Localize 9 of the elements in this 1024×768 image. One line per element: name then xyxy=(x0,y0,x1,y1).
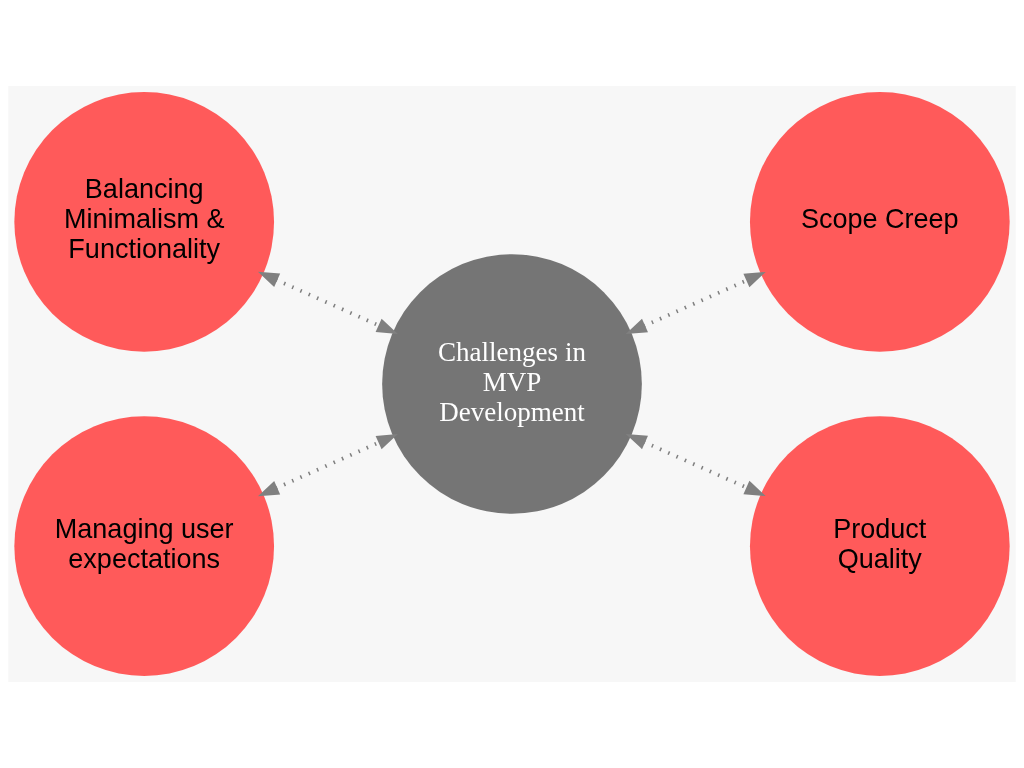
node-circle: Product Quality xyxy=(749,416,1010,676)
node-circle: Balancing Minimalism & Functionality xyxy=(14,92,275,352)
arrow xyxy=(625,433,766,497)
arrow xyxy=(257,271,398,334)
arrow xyxy=(257,434,398,497)
node-circle: Scope Creep xyxy=(749,92,1010,352)
node-circle: Managing user expectations xyxy=(14,416,275,676)
arrow xyxy=(625,271,766,335)
node-circle: Challenges in MVP Development xyxy=(382,254,642,514)
